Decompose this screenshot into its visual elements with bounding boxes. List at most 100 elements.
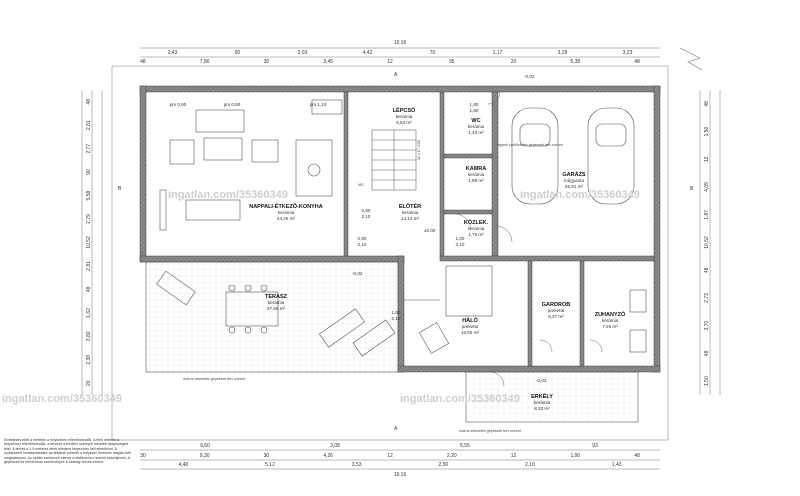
dim-label: 12 [387, 59, 393, 65]
dim-label: 2,38 [86, 355, 92, 365]
room-garazs: GARÁZS műgyanta 26,91 m² [562, 171, 586, 189]
svg-text:26,91 m²: 26,91 m² [565, 184, 584, 189]
dim-label: 48 [86, 286, 92, 292]
opening-label: 0,80 [358, 236, 367, 241]
opening-label: pm 0,90 [170, 102, 187, 107]
opening-label: 2,10 [362, 214, 371, 219]
dim-label: 3,03 [298, 50, 308, 56]
section-mark-a-bottom: A [394, 426, 398, 432]
dim-label: 30 [140, 453, 146, 459]
room-labels: LÉPCSŐ kerámia 5,54 m² WC kerámia 1,43 m… [249, 106, 626, 411]
opening-label: 1,50 [470, 108, 479, 113]
svg-text:ZUHANYZÓ: ZUHANYZÓ [595, 310, 626, 318]
terasz-floor [146, 262, 404, 374]
svg-text:GARDROB: GARDROB [542, 302, 570, 308]
svg-text:HÁLÓ: HÁLÓ [462, 316, 478, 324]
room-lepcso: LÉPCSŐ kerámia 5,54 m² [393, 106, 416, 125]
dimension-lines [81, 47, 721, 470]
note-esoviz-1: esővíz elvezetés gépészeti terv szerint [183, 377, 245, 381]
opening-label: 1,00 [456, 236, 465, 241]
room-kozlek: KÖZLEK. kerámia 1,76 m² [464, 219, 489, 237]
room-nappali: NAPPALI-ÉTKEZŐ-KONYHA kerámia 44,25 m² [249, 202, 323, 221]
note-stair: 12 x 17,4/28 [417, 140, 421, 160]
dim-label: 3,80 [86, 331, 92, 341]
svg-text:37,66 m²: 37,66 m² [267, 306, 286, 311]
svg-text:8,33 m²: 8,33 m² [534, 406, 550, 411]
svg-text:ELŐTÉR: ELŐTÉR [399, 202, 421, 210]
level-top: -0,02 [524, 74, 535, 79]
watermark-4: ingatlan.com/35360349 [400, 393, 520, 405]
dim-label: 48 [704, 350, 710, 356]
north-arrow-icon [679, 47, 703, 71]
note-mg: MG [358, 183, 364, 187]
svg-text:kerámia: kerámia [402, 210, 419, 215]
erkely-floor [472, 372, 632, 420]
svg-text:kerámia: kerámia [268, 300, 285, 305]
dim-bottom-total: 19,16 [394, 472, 407, 478]
dim-label: 10,52 [86, 236, 92, 249]
section-marks: A A B B [118, 72, 694, 432]
svg-text:1,76 m²: 1,76 m² [468, 232, 484, 237]
svg-text:KÖZLEK.: KÖZLEK. [464, 219, 489, 226]
dim-label: 1,43 [612, 462, 622, 468]
dim-label: 3,23 [623, 50, 633, 56]
svg-text:kerámia: kerámia [468, 172, 485, 177]
svg-text:GARÁZS: GARÁZS [562, 171, 586, 178]
level-markers: -0,02 ±0,00 -0,02 -0,02 [352, 74, 547, 383]
svg-text:parketta: parketta [462, 324, 479, 329]
level-erkely: -0,02 [536, 378, 547, 383]
dim-label: 30 [264, 453, 270, 459]
note-szellozo: egyedi szellőztetés gépészeti terv szeri… [497, 143, 562, 147]
technical-notes: egyedi szellőztetés gépészeti terv szeri… [183, 140, 562, 433]
dim-label: 20 [86, 380, 92, 386]
dim-label: 48 [704, 101, 710, 107]
opening-label: 2,10 [456, 242, 465, 247]
svg-text:7,25 m²: 7,25 m² [602, 324, 618, 329]
svg-text:5,54 m²: 5,54 m² [396, 120, 412, 125]
dim-label: 2,77 [86, 144, 92, 154]
opening-label: 1,60 [392, 310, 401, 315]
dim-label: 1,62 [86, 308, 92, 318]
opening-label: 2,10 [358, 242, 367, 247]
dim-label: 90 [86, 169, 92, 175]
furniture [156, 99, 647, 357]
room-zuhanyzo: ZUHANYZÓ kerámia 7,25 m² [595, 310, 626, 329]
dim-label: 4,09 [704, 182, 710, 192]
svg-text:WC: WC [471, 118, 480, 124]
dim-label: 1,90 [570, 453, 580, 459]
dim-label: 20 [511, 59, 517, 65]
walls [139, 85, 661, 373]
dim-label: 48 [704, 267, 710, 273]
svg-text:44,25 m²: 44,25 m² [277, 216, 296, 221]
svg-text:kerámia: kerámia [278, 210, 295, 215]
watermark-3: ingatlan.com/35360349 [2, 393, 122, 405]
dim-label: 1,17 [493, 50, 503, 56]
svg-text:műgyanta: műgyanta [564, 178, 585, 183]
opening-label: 1,80 [470, 102, 479, 107]
svg-text:14,14 m²: 14,14 m² [401, 216, 420, 221]
dim-label: 1,87 [704, 210, 710, 220]
dim-label: 48 [634, 453, 640, 459]
dim-label: 93 [592, 443, 598, 449]
dim-label: 3,28 [558, 50, 568, 56]
dim-label: 2,81 [86, 120, 92, 130]
room-erkely: ERKÉLY kerámia 8,33 m² [531, 392, 553, 411]
dim-label: 9,30 [200, 453, 210, 459]
door-swings [454, 91, 603, 387]
dim-label: 1,50 [704, 376, 710, 386]
opening-label: pm 1,10 [310, 102, 327, 107]
dim-label: 7,80 [200, 59, 210, 65]
outline [145, 261, 639, 423]
section-mark-b-right: B [690, 186, 694, 192]
dim-label: 4,42 [363, 50, 373, 56]
dim-label: 90 [235, 50, 241, 56]
dim-label: 4,48 [178, 462, 188, 468]
svg-text:kerámia: kerámia [534, 400, 551, 405]
